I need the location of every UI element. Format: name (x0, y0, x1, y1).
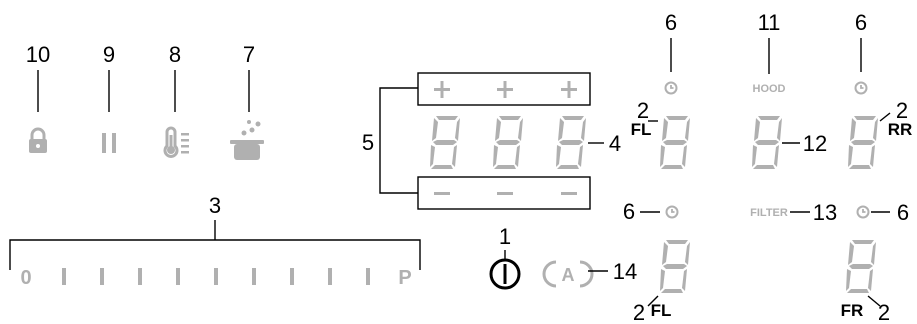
callout-9: 9 (103, 42, 115, 67)
slider-min-label: 0 (20, 267, 31, 289)
zone-display-left-lower (660, 240, 690, 293)
timer-icon (854, 81, 868, 95)
callout-14: 14 (613, 259, 637, 284)
callout-13: 13 (813, 200, 837, 225)
callout-6-top-right: 6 (855, 10, 867, 35)
pause-icon (102, 133, 116, 153)
auto-icon[interactable]: A (542, 260, 594, 288)
slider-ticks (62, 268, 370, 285)
power-slider[interactable]: 0 P (20, 267, 411, 289)
zone-display-right-upper (848, 116, 878, 169)
callout-12: 12 (803, 131, 827, 156)
zone-label-rr: RR (888, 120, 913, 139)
power-icon[interactable] (489, 258, 521, 290)
callout-5: 5 (362, 130, 374, 155)
callout-2-upper-left: 2 (637, 98, 649, 123)
svg-text:A: A (562, 265, 575, 285)
slider-bracket (9, 239, 421, 270)
timer-icon (665, 205, 679, 219)
leader-2-lower-left (647, 295, 659, 307)
plus-button-2[interactable] (497, 81, 513, 98)
callout-3: 3 (209, 193, 221, 218)
minus-button-1[interactable] (434, 192, 450, 195)
thermometer-icon (163, 126, 189, 158)
hood-display (752, 116, 782, 169)
callout-11: 11 (758, 10, 781, 35)
minus-button-2[interactable] (497, 192, 513, 195)
plus-button-3[interactable] (561, 81, 577, 98)
plus-buttons-box (417, 72, 591, 106)
leader-2-lower-right (867, 295, 881, 307)
filter-indicator: FILTER (750, 207, 788, 219)
timer-icon (664, 81, 678, 95)
leader-2-upper-right (879, 112, 891, 122)
minus-buttons (434, 192, 577, 195)
callout-2-lower-right: 2 (878, 300, 890, 324)
boil-pot-icon (230, 120, 264, 160)
slider-max-label: P (398, 267, 411, 289)
lock-icon (29, 127, 47, 153)
callout-6-mid-right: 6 (897, 200, 909, 225)
zone-label-fr: FR (841, 301, 864, 320)
callout-2-upper-right: 2 (896, 98, 908, 123)
zone-display-right-lower (846, 240, 876, 293)
callout-6-mid-left: 6 (623, 199, 635, 224)
plus-button-1[interactable] (434, 81, 450, 98)
callout-7: 7 (243, 42, 255, 67)
callout-6-top-left: 6 (665, 10, 677, 35)
zone-label-fl-upper: FL (631, 120, 652, 139)
callout-4: 4 (609, 131, 621, 156)
minus-button-3[interactable] (561, 192, 577, 195)
timer-icon (856, 205, 870, 219)
zone-display-left-upper (660, 116, 690, 169)
plus-buttons (434, 81, 577, 98)
hood-indicator: HOOD (753, 83, 786, 95)
timer-display (430, 116, 586, 169)
callout-1: 1 (499, 224, 511, 249)
callout-10: 10 (26, 42, 50, 67)
callout-2-lower-left: 2 (633, 300, 645, 324)
callout-8: 8 (169, 42, 181, 67)
leader-5-bracket (379, 87, 418, 194)
zone-label-fl-lower: FL (651, 301, 672, 320)
